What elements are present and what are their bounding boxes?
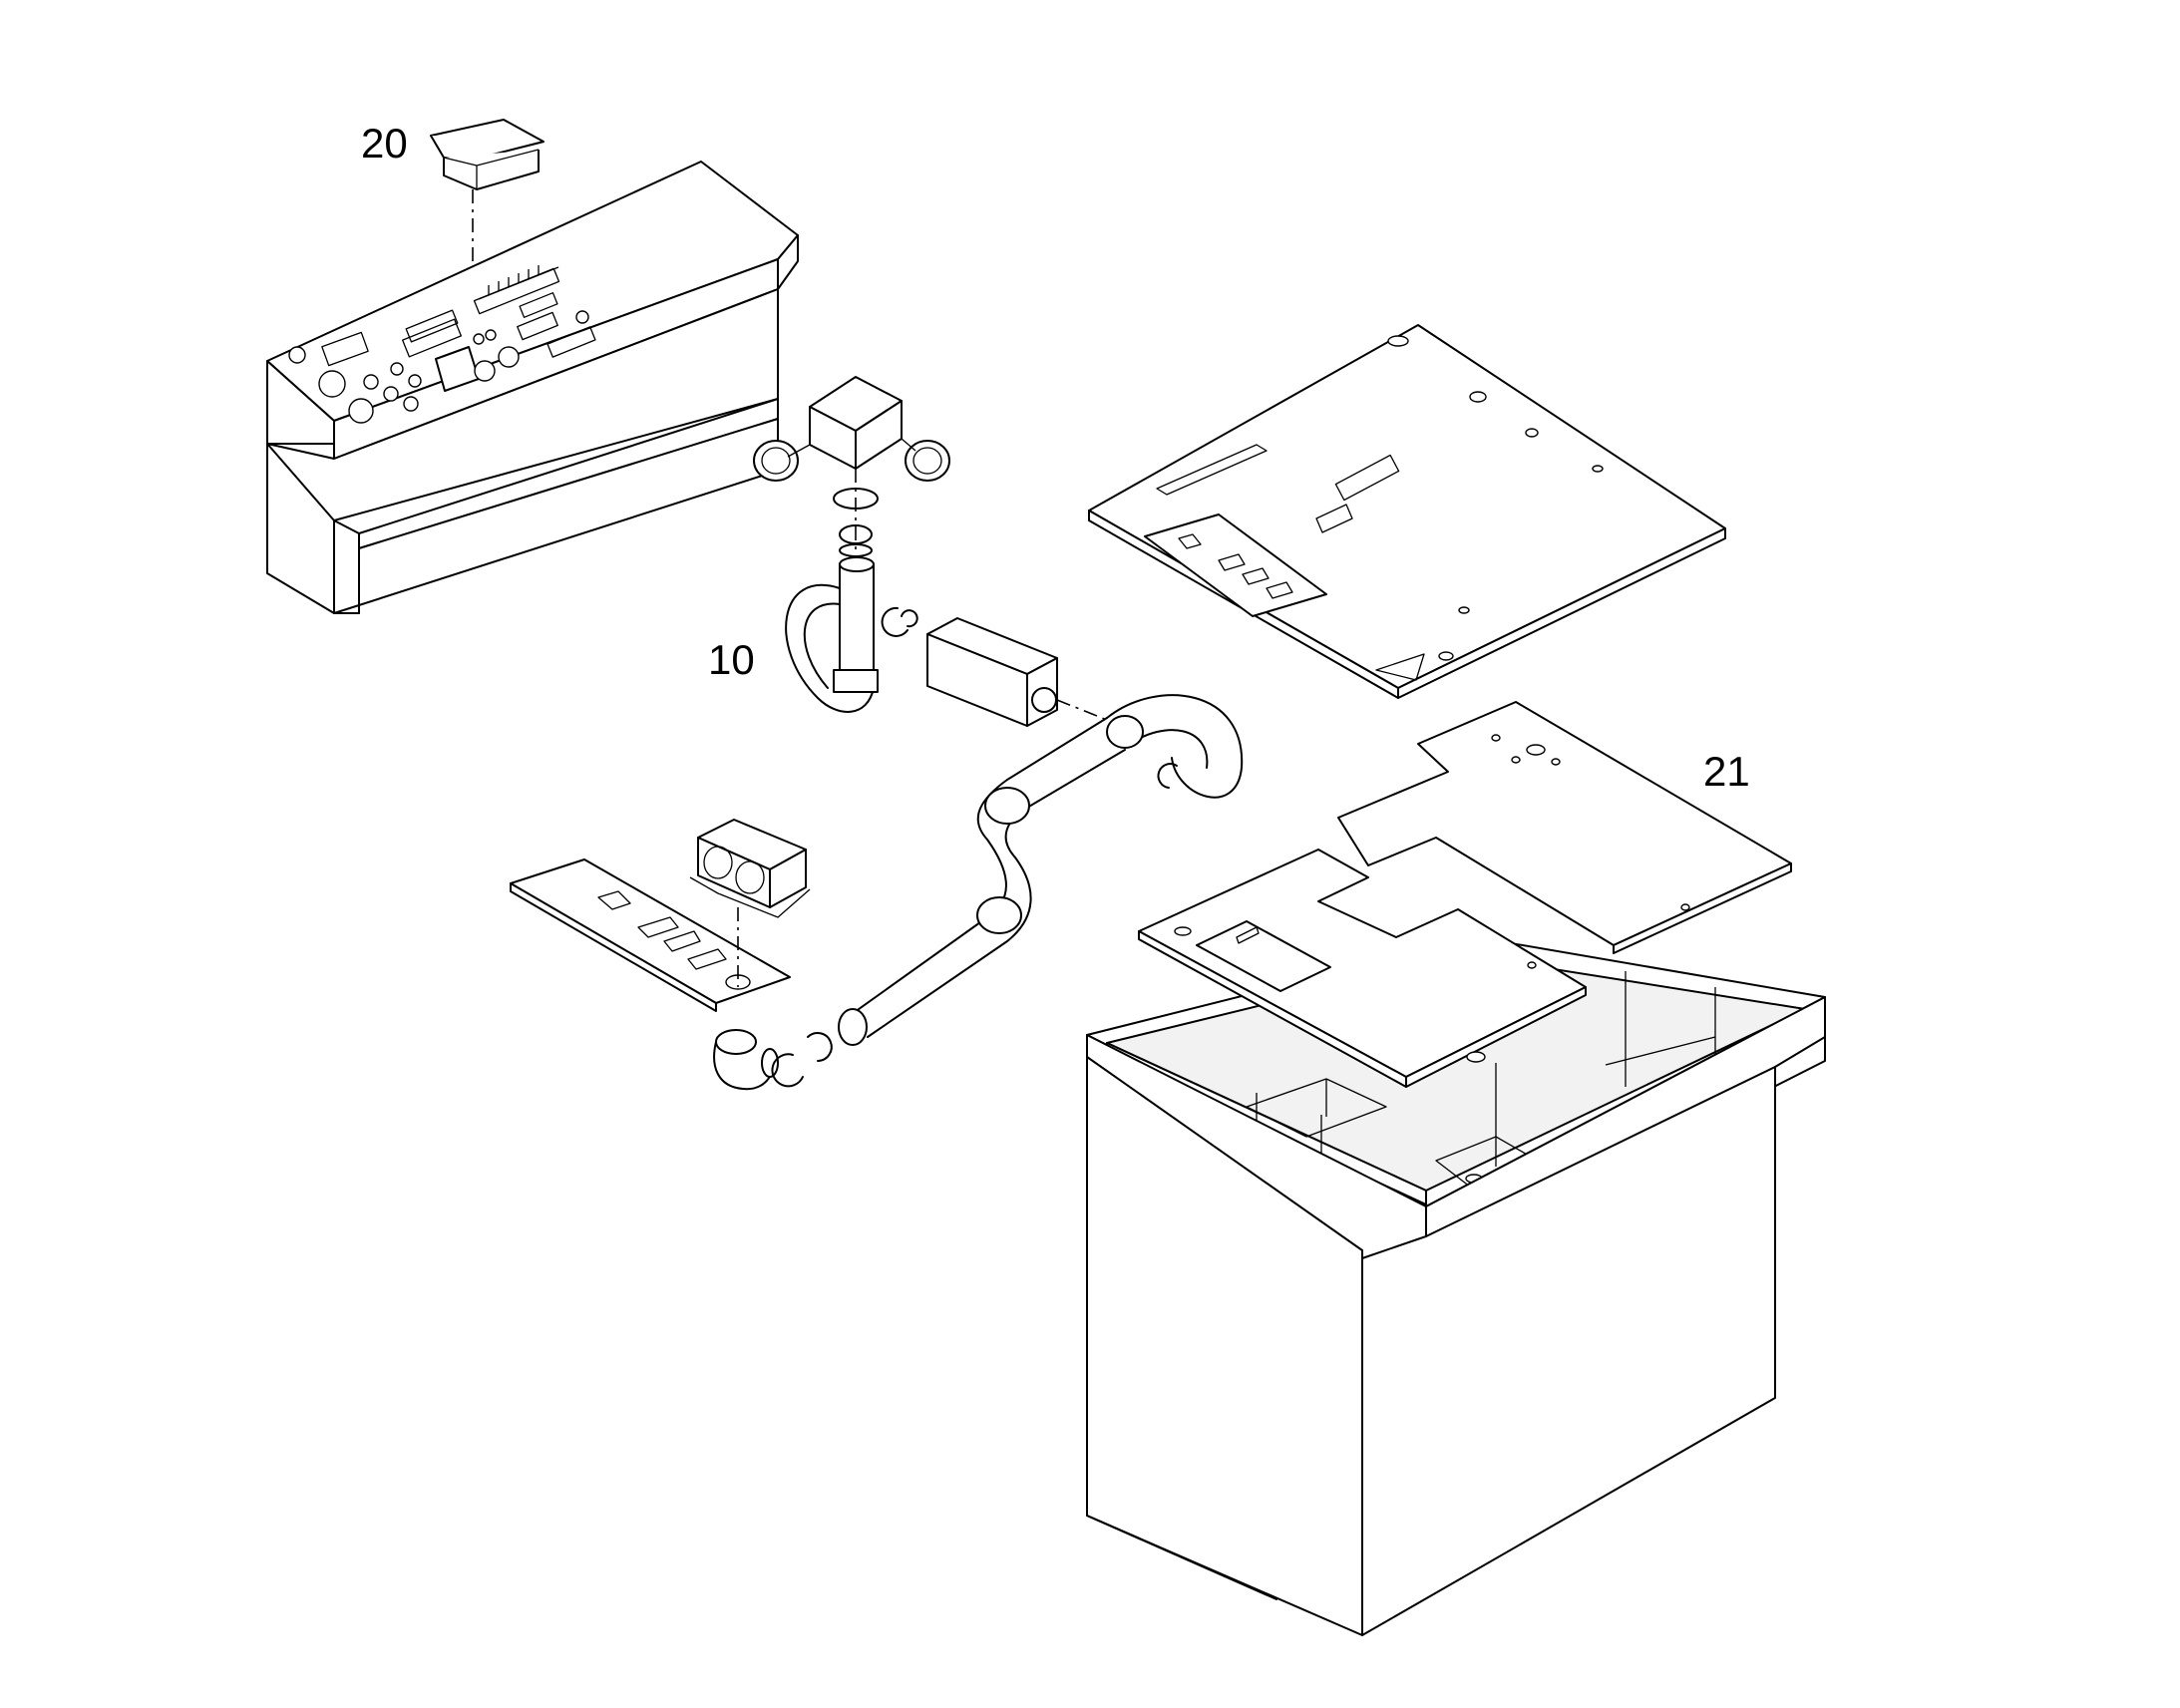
heater-duct-assembly-part <box>753 376 1244 1062</box>
control-console-part <box>266 161 799 614</box>
vent-bracket-part <box>510 819 811 1091</box>
cabinet-part <box>1086 849 1826 1636</box>
callout-10-label: 10 <box>708 636 755 683</box>
cover-plate-part <box>1337 701 1792 954</box>
rocker-switch-part <box>430 119 545 190</box>
floor-panel-part <box>1088 324 1726 699</box>
callout-21-label: 21 <box>1703 748 1750 795</box>
callout-20-label: 20 <box>361 120 408 167</box>
